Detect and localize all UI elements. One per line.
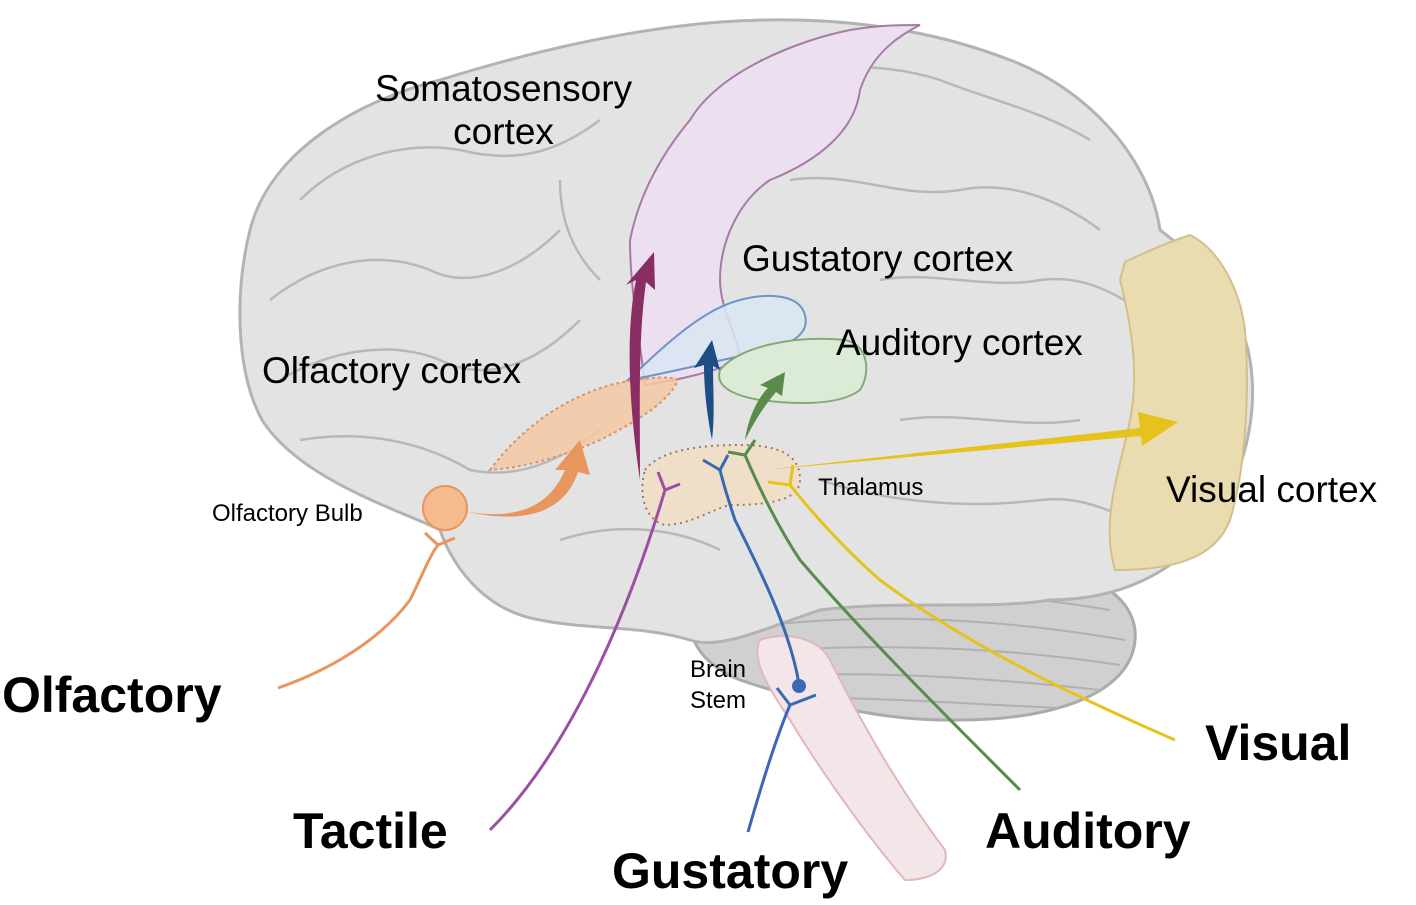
olfactory-bulb xyxy=(422,485,468,531)
gustatory-sense-label: Gustatory xyxy=(612,843,849,899)
visual-receptor xyxy=(767,464,795,487)
brain-stem-label: Brain Stem xyxy=(690,654,746,716)
tactile-receptor xyxy=(656,471,681,492)
visual-nerve-line xyxy=(788,484,1176,742)
somatosensory-label-line1: Somatosensory xyxy=(375,68,633,109)
tactile-arrow xyxy=(626,252,655,480)
gustatory-nerve-line xyxy=(746,704,792,833)
thalamus-label: Thalamus xyxy=(818,474,924,501)
olfactory-receptor xyxy=(423,531,456,547)
gustatory-receptor-upper xyxy=(702,454,730,472)
gustatory-brainstem-line xyxy=(718,469,801,685)
brain-stem-label-line2: Stem xyxy=(690,687,747,715)
gustatory-cortex-label: Gustatory cortex xyxy=(742,238,1014,279)
auditory-arrow xyxy=(745,372,785,440)
gustatory-receptor-lower xyxy=(775,687,817,707)
auditory-sense-label: Auditory xyxy=(985,803,1191,859)
visual-cortex-label: Visual cortex xyxy=(1166,469,1378,510)
tactile-nerve-line xyxy=(488,489,667,832)
visual-sense-label: Visual xyxy=(1205,715,1352,771)
auditory-receptor xyxy=(727,439,757,457)
gustatory-arrow xyxy=(694,340,720,440)
visual-cortex-region xyxy=(1108,233,1248,572)
olfactory-sense-label: Olfactory xyxy=(2,667,222,723)
auditory-cortex-label: Auditory cortex xyxy=(836,322,1083,363)
olfactory-cortex-region xyxy=(487,376,680,472)
thalamus-region xyxy=(641,443,802,527)
olfactory-cortex-label: Olfactory cortex xyxy=(262,350,522,391)
olfactory-bulb-label: Olfactory Bulb xyxy=(212,500,363,527)
brain-stem-label-line1: Brain xyxy=(690,656,747,683)
somatosensory-label: Somatosensory cortex xyxy=(375,70,632,150)
gustatory-synapse xyxy=(792,679,806,693)
auditory-region xyxy=(718,337,868,404)
tactile-sense-label: Tactile xyxy=(293,803,448,859)
auditory-nerve-line xyxy=(743,454,1022,792)
somatosensory-label-line2: cortex xyxy=(453,111,554,152)
olfactory-arrow xyxy=(468,440,590,517)
brain-stem xyxy=(756,635,947,882)
olfactory-nerve-line xyxy=(277,544,440,690)
